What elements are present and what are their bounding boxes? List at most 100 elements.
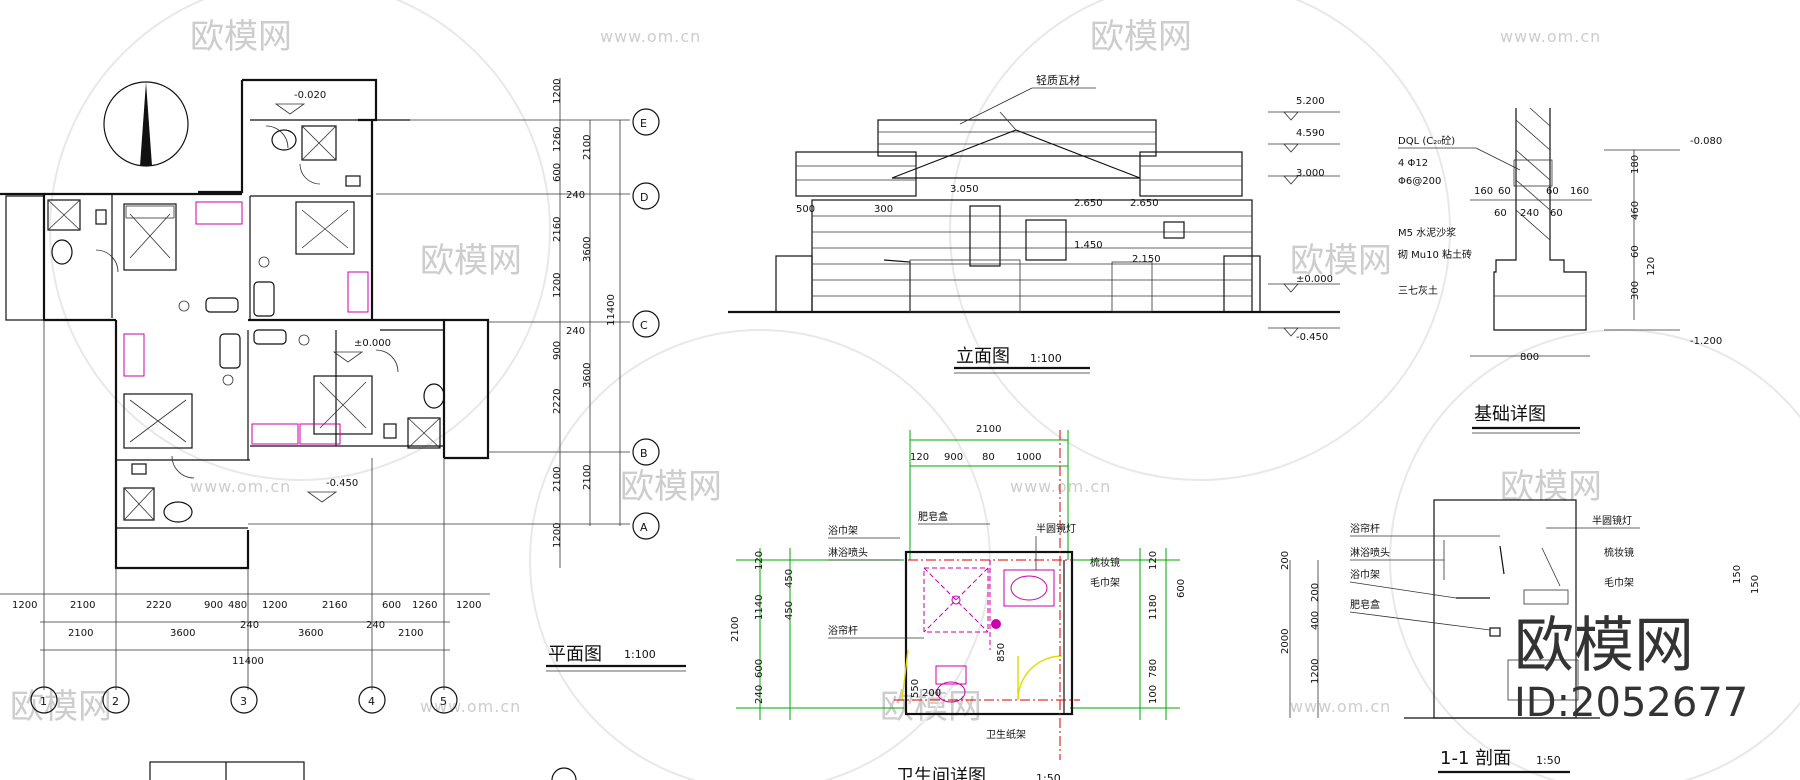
foundation-title: 基础详图 xyxy=(1472,404,1580,434)
inner-level: 1.450 xyxy=(1074,240,1103,251)
svg-text:160: 160 xyxy=(1474,186,1493,197)
dimension-row-bottom-1: 1200 2100 2220 900 480 1200 2160 600 126… xyxy=(12,600,481,611)
svg-text:C: C xyxy=(640,319,648,332)
svg-text:300: 300 xyxy=(1630,281,1641,300)
axis-bubble-b: B xyxy=(632,438,660,466)
svg-text:1: 1 xyxy=(40,695,47,708)
svg-text:3600: 3600 xyxy=(170,628,195,639)
svg-text:1260: 1260 xyxy=(412,600,437,611)
watermark-layer: 欧模网 www.om.cn 欧模网 www.om.cn 欧模网 欧模网 www.… xyxy=(10,0,1800,780)
svg-text:DQL (C₂₀砼): DQL (C₂₀砼) xyxy=(1398,134,1455,147)
svg-text:1200: 1200 xyxy=(12,600,37,611)
svg-text:Φ6@200: Φ6@200 xyxy=(1398,176,1441,187)
dim-label: 1000 xyxy=(1016,452,1041,463)
svg-text:1:50: 1:50 xyxy=(1536,754,1561,767)
dim-label: 800 xyxy=(1520,352,1539,363)
svg-text:肥皂盒: 肥皂盒 xyxy=(1350,598,1380,611)
dim-label: 200 xyxy=(922,688,941,699)
svg-text:2100: 2100 xyxy=(398,628,423,639)
svg-text:E: E xyxy=(640,117,647,130)
bed-icon xyxy=(123,203,177,271)
svg-text:600: 600 xyxy=(552,163,563,182)
svg-text:3: 3 xyxy=(240,695,247,708)
svg-text:600: 600 xyxy=(1176,579,1187,598)
brand-id-text: ID:2052677 xyxy=(1514,680,1748,726)
inner-level: 2.650 xyxy=(1074,198,1103,209)
svg-text:240: 240 xyxy=(566,326,585,337)
svg-text:基础详图: 基础详图 xyxy=(1474,404,1546,425)
svg-text:1140: 1140 xyxy=(754,595,765,620)
svg-text:-1.200: -1.200 xyxy=(1690,336,1722,347)
svg-text:3600: 3600 xyxy=(298,628,323,639)
svg-text:780: 780 xyxy=(1148,659,1159,678)
svg-text:60: 60 xyxy=(1546,186,1559,197)
floor-plan: -0.020 ±0.000 -0.450 E D C B A 1 2 3 4 5 xyxy=(0,78,686,780)
axis-bubble-a: A xyxy=(632,512,660,540)
svg-text:1200: 1200 xyxy=(262,600,287,611)
svg-text:240: 240 xyxy=(754,685,765,704)
svg-text:1200: 1200 xyxy=(552,523,563,548)
svg-text:60: 60 xyxy=(1494,208,1507,219)
svg-text:240: 240 xyxy=(1520,208,1539,219)
dimension-total-bottom: 11400 xyxy=(232,656,264,667)
axis-bubble-4: 4 xyxy=(358,686,386,714)
floor-plan-title: 平面图 1:100 xyxy=(546,644,686,672)
inner-level: 3.050 xyxy=(950,184,979,195)
svg-text:60: 60 xyxy=(1630,245,1641,258)
foundation-dims-right: 180 460 60 120 300 -0.080 -1.200 xyxy=(1604,136,1722,347)
svg-text:2100: 2100 xyxy=(552,467,563,492)
svg-text:砌 Mu10 粘土砖: 砌 Mu10 粘土砖 xyxy=(1398,248,1472,261)
svg-text:立面图: 立面图 xyxy=(956,346,1010,367)
watermark-brand: 欧模网 xyxy=(620,467,722,507)
watermark-brand: 欧模网 xyxy=(420,241,522,281)
watermark-url: www.om.cn xyxy=(190,477,291,496)
bath-dim-top: 2100 xyxy=(976,424,1001,435)
level-marker: -0.020 xyxy=(294,90,326,101)
svg-text:半圆镜灯: 半圆镜灯 xyxy=(1036,522,1076,535)
bathroom-plan: 2100 120 900 80 1000 2100 120 1140 600 2… xyxy=(730,424,1187,780)
svg-text:2220: 2220 xyxy=(552,389,563,414)
foundation-dims-top: 160 60 60 160 60 240 60 xyxy=(1470,186,1592,219)
section-labels-right: 半圆镜灯 梳妆镜 毛巾架 xyxy=(1546,514,1640,589)
bed-icon xyxy=(123,393,193,449)
svg-text:900: 900 xyxy=(552,341,563,360)
svg-text:200: 200 xyxy=(1280,551,1291,570)
axis-bubble-1: 1 xyxy=(30,686,58,714)
svg-text:-0.450: -0.450 xyxy=(1296,332,1328,343)
axis-bubble-e: E xyxy=(632,108,660,136)
north-arrow-icon xyxy=(103,81,189,167)
bath-dim-left-total: 2100 xyxy=(730,617,741,642)
svg-text:2160: 2160 xyxy=(552,217,563,242)
svg-text:1260: 1260 xyxy=(552,127,563,152)
dim-label: 850 xyxy=(996,643,1007,662)
dim-label: 500 xyxy=(796,204,815,215)
svg-text:3600: 3600 xyxy=(582,237,593,262)
dim-label: 550 xyxy=(910,679,921,698)
svg-text:5.200: 5.200 xyxy=(1296,96,1325,107)
elevation-title: 立面图 1:100 xyxy=(954,346,1090,374)
foundation-detail: 800 DQL (C₂₀砼) 4 Φ12 Φ6@200 M5 水泥沙浆 砌 Mu… xyxy=(1398,107,1722,434)
dimension-col-right-1: 1200 1260 600 240 2160 1200 240 900 2220… xyxy=(552,79,585,548)
svg-text:120: 120 xyxy=(1646,257,1657,276)
elevation-levels: 5.200 4.590 3.000 ±0.000 -0.450 xyxy=(1268,96,1340,343)
watermark-url: www.om.cn xyxy=(1500,27,1601,46)
foundation-notes: DQL (C₂₀砼) 4 Φ12 Φ6@200 M5 水泥沙浆 砌 Mu10 粘… xyxy=(1398,134,1521,297)
watermark-brand: 欧模网 xyxy=(190,17,292,57)
toilet-icon xyxy=(383,383,445,449)
svg-text:梳妆镜: 梳妆镜 xyxy=(1604,546,1634,559)
dim-label: 120 xyxy=(910,452,929,463)
svg-text:4 Φ12: 4 Φ12 xyxy=(1398,158,1428,169)
watermark-brand: 欧模网 xyxy=(1500,467,1602,507)
watermark-brand: 欧模网 xyxy=(1290,241,1392,281)
axis-bubble-c: C xyxy=(632,310,660,338)
svg-text:淋浴喷头: 淋浴喷头 xyxy=(828,546,868,559)
svg-text:卫生间详图: 卫生间详图 xyxy=(896,766,986,780)
svg-text:2100: 2100 xyxy=(582,465,593,490)
axis-bubble-5: 5 xyxy=(430,686,458,714)
svg-text:100: 100 xyxy=(1148,685,1159,704)
toilet-icon xyxy=(47,199,107,265)
svg-text:2000: 2000 xyxy=(1280,629,1291,654)
svg-text:A: A xyxy=(640,521,648,534)
toilet-icon xyxy=(123,463,193,523)
svg-text:4.590: 4.590 xyxy=(1296,128,1325,139)
